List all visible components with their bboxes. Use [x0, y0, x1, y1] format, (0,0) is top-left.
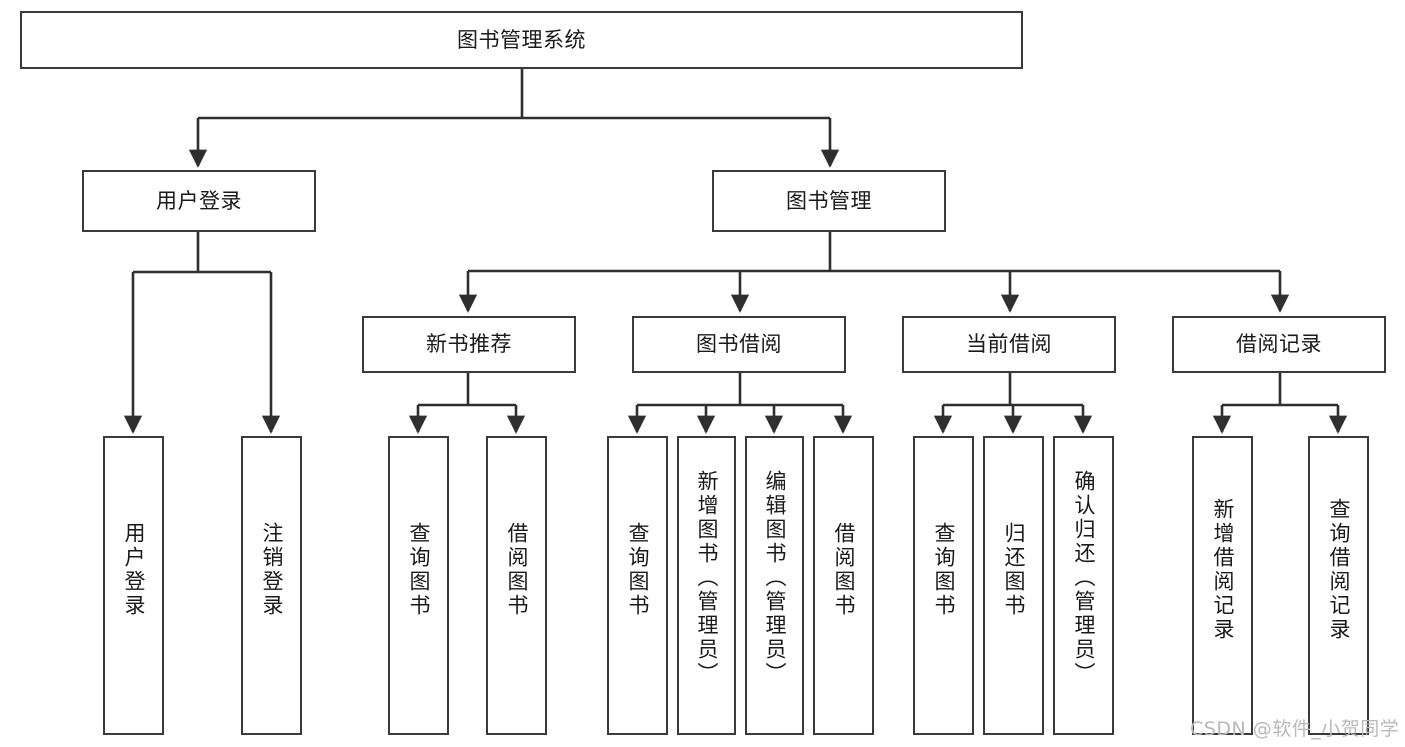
- node-new-book-recommend[interactable]: 新书推荐: [362, 316, 576, 373]
- node-user-login-label: 用户登录: [156, 188, 242, 213]
- leaf-query-borrow-record-label: 查询借阅记录: [1327, 498, 1351, 642]
- node-user-login[interactable]: 用户登录: [82, 170, 316, 232]
- node-book-borrow[interactable]: 图书借阅: [632, 316, 846, 373]
- leaf-query-book-newbook[interactable]: 查询图书: [388, 436, 449, 735]
- leaf-return-book-label: 归还图书: [1002, 522, 1026, 618]
- leaf-add-borrow-record[interactable]: 新增借阅记录: [1192, 436, 1253, 735]
- csdn-watermark: CSDN @软件_小贺同学: [1190, 718, 1400, 740]
- leaf-query-book-borrow[interactable]: 查询图书: [607, 436, 668, 735]
- node-borrow-record[interactable]: 借阅记录: [1172, 316, 1386, 373]
- leaf-confirm-return-admin[interactable]: 确认归还（管理员）: [1053, 436, 1114, 735]
- leaf-query-book-borrow-label: 查询图书: [626, 522, 650, 618]
- node-borrow-record-label: 借阅记录: [1236, 332, 1322, 357]
- node-current-borrow[interactable]: 当前借阅: [902, 316, 1116, 373]
- leaf-add-borrow-record-label: 新增借阅记录: [1211, 498, 1235, 642]
- node-book-borrow-label: 图书借阅: [696, 332, 782, 357]
- leaf-query-book-newbook-label: 查询图书: [407, 522, 431, 618]
- leaf-edit-book-admin[interactable]: 编辑图书（管理员）: [745, 436, 804, 735]
- node-book-management-label: 图书管理: [786, 188, 872, 213]
- node-new-book-recommend-label: 新书推荐: [426, 332, 512, 357]
- leaf-add-book-admin-label: 新增图书（管理员）: [695, 470, 719, 686]
- leaf-query-book-current[interactable]: 查询图书: [913, 436, 974, 735]
- node-root-label: 图书管理系统: [457, 27, 586, 52]
- leaf-edit-book-admin-label: 编辑图书（管理员）: [763, 470, 787, 686]
- node-current-borrow-label: 当前借阅: [966, 332, 1052, 357]
- node-book-management[interactable]: 图书管理: [712, 170, 946, 232]
- leaf-query-borrow-record[interactable]: 查询借阅记录: [1308, 436, 1369, 735]
- leaf-add-book-admin[interactable]: 新增图书（管理员）: [677, 436, 736, 735]
- leaf-confirm-return-admin-label: 确认归还（管理员）: [1072, 470, 1096, 686]
- leaf-borrow-book-borrow[interactable]: 借阅图书: [813, 436, 874, 735]
- leaf-user-login[interactable]: 用户登录: [103, 436, 164, 735]
- leaf-borrow-book-borrow-label: 借阅图书: [832, 522, 856, 618]
- leaf-query-book-current-label: 查询图书: [932, 522, 956, 618]
- leaf-logout[interactable]: 注销登录: [241, 436, 302, 735]
- leaf-logout-label: 注销登录: [260, 522, 284, 618]
- leaf-borrow-book-newbook-label: 借阅图书: [505, 522, 529, 618]
- leaf-user-login-label: 用户登录: [122, 522, 146, 618]
- leaf-return-book[interactable]: 归还图书: [983, 436, 1044, 735]
- node-root[interactable]: 图书管理系统: [20, 11, 1023, 69]
- leaf-borrow-book-newbook[interactable]: 借阅图书: [486, 436, 547, 735]
